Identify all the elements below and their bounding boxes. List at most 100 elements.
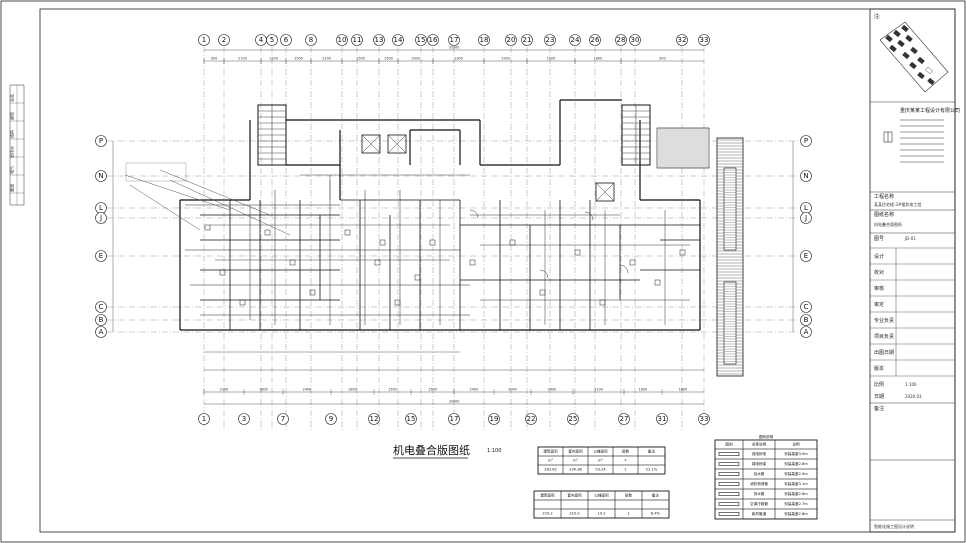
axis-bubble-top	[569, 34, 581, 46]
project-value: 某某住宅楼-3#楼机电工程	[874, 201, 921, 207]
axis-bubble-top	[676, 34, 688, 46]
axis-bubble-right	[800, 250, 812, 262]
key-plan	[879, 21, 949, 93]
axis-label-left: A	[99, 328, 104, 336]
axis-bubble-top	[505, 34, 517, 46]
legend-cell: 消防喷淋管	[750, 481, 768, 486]
axis-label-left: N	[98, 172, 103, 180]
fixture	[204, 224, 211, 231]
dimension-segment-top: 1200	[269, 57, 278, 61]
axis-label-top: 10	[338, 36, 347, 44]
axis-label-top: 17	[450, 36, 459, 44]
margin-note: 结构	[9, 130, 15, 138]
legend-cell: 安装高度3.0m	[784, 451, 808, 456]
dimension-segment-top: 2100	[322, 57, 331, 61]
axis-label-top: 23	[546, 36, 555, 44]
key-plan-block	[885, 34, 893, 43]
axis-label-right: B	[804, 316, 809, 324]
axis-label-left: E	[99, 252, 103, 260]
axis-label-top: 26	[591, 36, 600, 44]
fixture	[599, 299, 606, 306]
table-cell: 层数	[622, 449, 630, 454]
table-cell: 53.24	[595, 468, 606, 472]
key-plan-block	[917, 71, 925, 80]
legend-cell: 强电桥架	[752, 451, 767, 456]
axis-bubble-left	[95, 135, 107, 147]
axis-label-top: 1	[202, 36, 206, 44]
axis-bubble-right	[800, 301, 812, 313]
table-cell: 283.62	[544, 468, 557, 472]
drawing-label: 图纸名称	[874, 211, 894, 218]
margin-note: 给排水	[9, 146, 15, 158]
axis-bubble-bottom	[618, 413, 630, 425]
dimension-segment-bottom: 2400	[548, 388, 557, 392]
table-cell: m²	[573, 459, 579, 463]
axis-bubble-right	[800, 326, 812, 338]
axis-label-right: L	[804, 204, 808, 212]
axis-bubble-left	[95, 212, 107, 224]
table-cell: 公摊面积	[594, 493, 609, 498]
dimension-segment-top: 1300	[454, 57, 463, 61]
axis-bubble-top	[266, 34, 278, 46]
legend-swatch	[718, 462, 740, 466]
axis-bubble-top	[615, 34, 627, 46]
drawing-scale: 1:100	[487, 448, 501, 454]
svg-text:注:: 注:	[874, 13, 881, 20]
axis-bubble-bottom	[448, 413, 460, 425]
table-cell: 公摊面积	[593, 449, 608, 454]
axis-label-right: A	[804, 328, 809, 336]
axis-bubble-top	[589, 34, 601, 46]
key-plan-block	[889, 44, 897, 53]
axis-bubble-bottom	[277, 413, 289, 425]
axis-label-top: 32	[678, 36, 687, 44]
dimension-segment-top: 1900	[411, 57, 420, 61]
fixture	[469, 259, 476, 266]
table-cell: 19.2	[597, 512, 605, 516]
elevator-shaft	[595, 182, 615, 202]
title-block: 注: 重庆某某工程设计有限公司 工程名称 某某住宅楼-3#楼机电工程 图纸名称 …	[869, 8, 960, 533]
axis-label-right: J	[804, 214, 807, 222]
margin-note: 会签	[9, 94, 15, 102]
axis-bubble-bottom	[525, 413, 537, 425]
axis-bubble-top	[392, 34, 404, 46]
dimension-segment-bottom: 2400	[303, 388, 312, 392]
dimension-segment-top: 1500	[294, 57, 303, 61]
legend-swatch	[718, 482, 740, 486]
key-plan-block	[893, 29, 901, 38]
axis-label-bottom: 12	[370, 415, 379, 423]
axis-label-top: 14	[394, 36, 403, 44]
legend-swatch	[718, 472, 740, 476]
axis-label-right: P	[804, 137, 808, 145]
axis-label-top: 15	[417, 36, 426, 44]
dimension-segment-top: 1500	[547, 57, 556, 61]
title-block-row-label: 版本	[874, 365, 884, 372]
axis-bubble-top	[544, 34, 556, 46]
drawing-title: 机电叠合版图纸	[393, 443, 470, 457]
axis-bubble-right	[800, 212, 812, 224]
legend-cell: 给水管	[754, 471, 765, 476]
axis-label-left: P	[99, 137, 103, 145]
axis-label-bottom: 22	[527, 415, 536, 423]
dimension-segment-bottom: 1800	[679, 388, 688, 392]
axis-label-bottom: 1	[202, 415, 206, 423]
table-cell: m²	[598, 459, 604, 463]
axis-bubble-bottom	[698, 413, 710, 425]
floor-plan	[124, 99, 744, 377]
key-plan-block	[905, 34, 913, 43]
axis-label-top: 18	[480, 36, 489, 44]
axis-label-bottom: 33	[700, 415, 709, 423]
axis-bubble-top	[218, 34, 230, 46]
table-cell: 建筑面积	[543, 449, 558, 454]
table-cell: 8.4%	[651, 512, 661, 516]
elevator-shaft	[361, 134, 381, 154]
fixture	[239, 299, 246, 306]
date-value: 2020.03	[905, 394, 922, 399]
axis-bubble-top	[478, 34, 490, 46]
key-plan-block	[902, 51, 910, 60]
axis-bubble-top	[698, 34, 710, 46]
axis-bubble-left	[95, 170, 107, 182]
axis-bubble-bottom	[368, 413, 380, 425]
key-plan-block	[910, 46, 918, 55]
fixture	[679, 249, 686, 256]
